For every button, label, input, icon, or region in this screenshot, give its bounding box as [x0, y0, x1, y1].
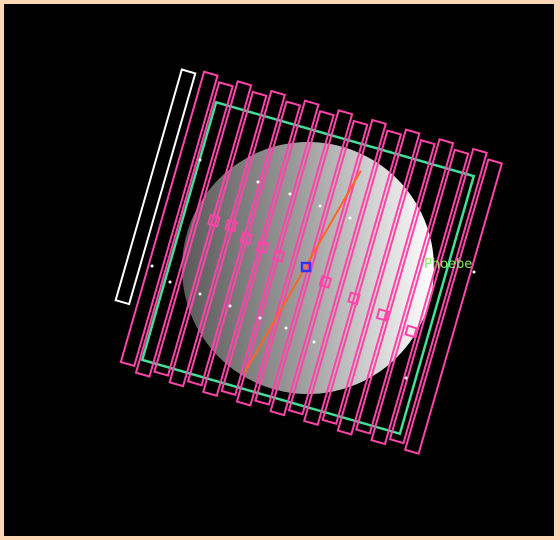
ccd-strip [168, 90, 268, 388]
ccd-strip [134, 81, 234, 378]
star [318, 204, 322, 208]
ccd-strip [235, 110, 335, 407]
star [150, 264, 154, 268]
ccd-strip [153, 80, 253, 377]
target-marker-icon[interactable] [300, 261, 312, 273]
ccd-strip [403, 158, 504, 455]
star [198, 158, 202, 162]
star [284, 326, 288, 330]
ccd-strip [355, 138, 455, 435]
star [198, 292, 202, 296]
ccd-strip [269, 119, 369, 417]
star [288, 192, 292, 196]
star [256, 180, 260, 184]
star [472, 270, 476, 274]
reference-frame-outline [114, 68, 197, 306]
star [312, 340, 316, 344]
sky-overlay [114, 68, 504, 455]
ccd-strip [119, 70, 219, 368]
ccd-strip [186, 89, 287, 387]
ccd-strip [336, 138, 436, 436]
target-label: Phoebe [424, 257, 473, 272]
marker-squares [207, 213, 418, 339]
star [228, 304, 232, 308]
star-field [150, 158, 476, 380]
ccd-strip [388, 147, 488, 445]
ccd-strip [321, 128, 421, 426]
star [168, 280, 172, 284]
ccd-strip [287, 118, 387, 416]
ccd-strip [302, 129, 403, 426]
star [258, 316, 262, 320]
star [348, 216, 352, 220]
ccd-strip-group [119, 70, 504, 455]
star [404, 376, 408, 380]
ccd-strip [370, 148, 470, 446]
sky-viewport[interactable]: Phoebe [4, 4, 554, 536]
